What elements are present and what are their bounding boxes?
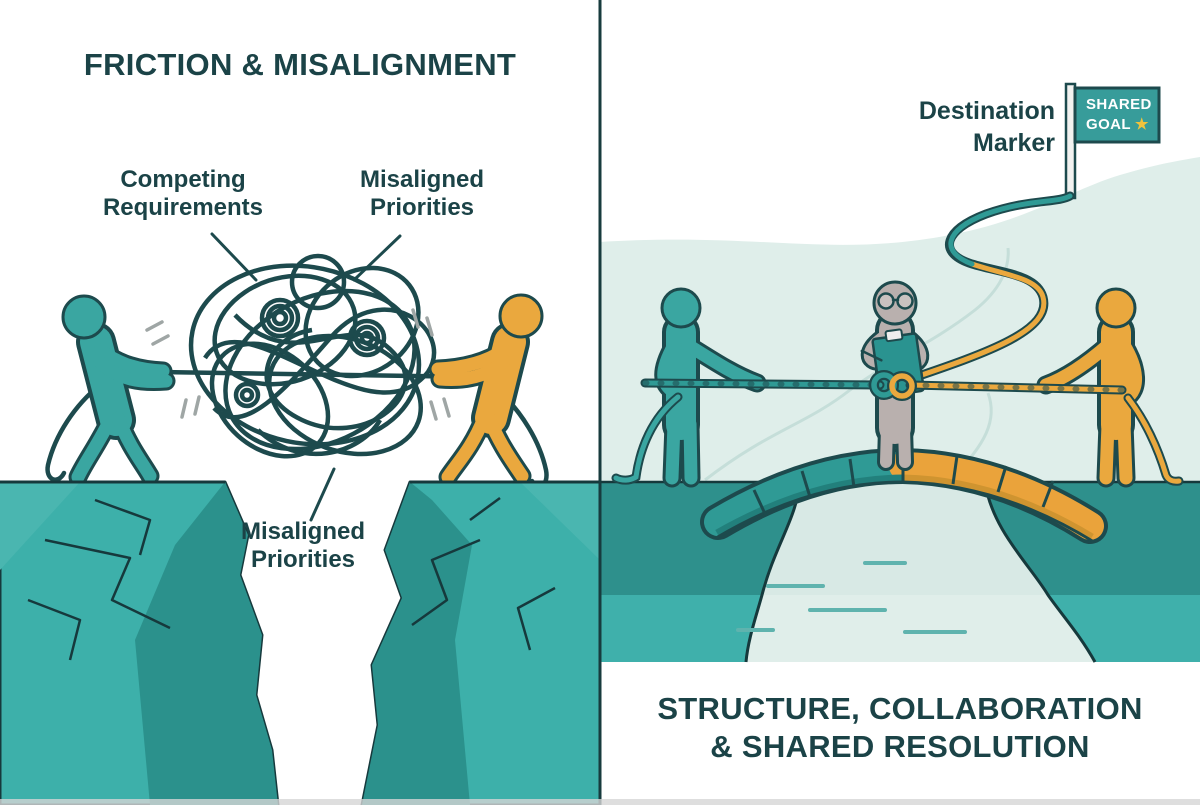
label-line: Requirements	[102, 194, 264, 221]
winding-rope-to-flag	[902, 191, 1075, 385]
rope-tail	[45, 382, 103, 482]
label-line: Priorities	[250, 546, 356, 573]
left-bank-light	[600, 595, 762, 662]
joined-knot	[869, 370, 917, 401]
head	[498, 293, 544, 339]
figure-orange-right	[1036, 287, 1184, 488]
destination-flag	[1064, 82, 1161, 200]
cliff-left-shadow	[135, 482, 278, 805]
star-icon: ★	[1134, 116, 1149, 133]
flag-line: SHARED	[1086, 96, 1152, 113]
label-competing-requirements: Competing Requirements	[63, 166, 303, 222]
crack-lines	[27, 496, 556, 661]
shared-rope	[640, 370, 1127, 401]
label-line: Marker	[973, 129, 1055, 157]
destination-marker-label: Destination Marker	[855, 95, 1055, 159]
left-panel-title: FRICTION & MISALIGNMENT	[83, 47, 517, 82]
label-misaligned-priorities-top: Misaligned Priorities	[302, 166, 542, 222]
title-line: STRUCTURE, COLLABORATION	[657, 691, 1143, 726]
figure-teal-left	[45, 294, 176, 487]
bridge-right-orange	[889, 452, 1104, 540]
label-line: Priorities	[369, 194, 475, 221]
tangle-knot	[188, 253, 437, 459]
river-banks	[600, 480, 1200, 663]
label-line: Misaligned	[240, 518, 366, 545]
label-line: Competing	[120, 166, 246, 193]
cliff-left-highlight	[0, 482, 80, 570]
cliff-right-shadow	[362, 482, 472, 805]
flag-line: GOAL★	[1086, 116, 1149, 133]
head	[660, 287, 702, 329]
river-lower-band	[746, 595, 1095, 662]
shared-goal-flag	[1073, 86, 1161, 144]
glasses-icon	[877, 292, 914, 310]
title-line: & SHARED RESOLUTION	[710, 729, 1090, 764]
water-ripples	[736, 561, 967, 634]
right-panel-title: STRUCTURE, COLLABORATION & SHARED RESOLU…	[605, 690, 1195, 766]
stress-marks	[145, 308, 451, 421]
leader-lines	[210, 232, 402, 522]
label-line: Misaligned	[359, 166, 485, 193]
bottom-edge-strip	[0, 799, 1200, 805]
chasm-cliffs	[0, 480, 602, 805]
head	[61, 294, 107, 340]
cliff-right-highlight	[520, 482, 600, 560]
figure-orange-left	[428, 293, 549, 489]
shared-goal-flag-label: SHARED GOAL★	[1086, 95, 1156, 135]
bridge	[700, 448, 1108, 544]
label-misaligned-priorities-bottom: Misaligned Priorities	[183, 518, 423, 574]
label-line: Destination	[918, 97, 1055, 125]
head	[1095, 287, 1137, 329]
